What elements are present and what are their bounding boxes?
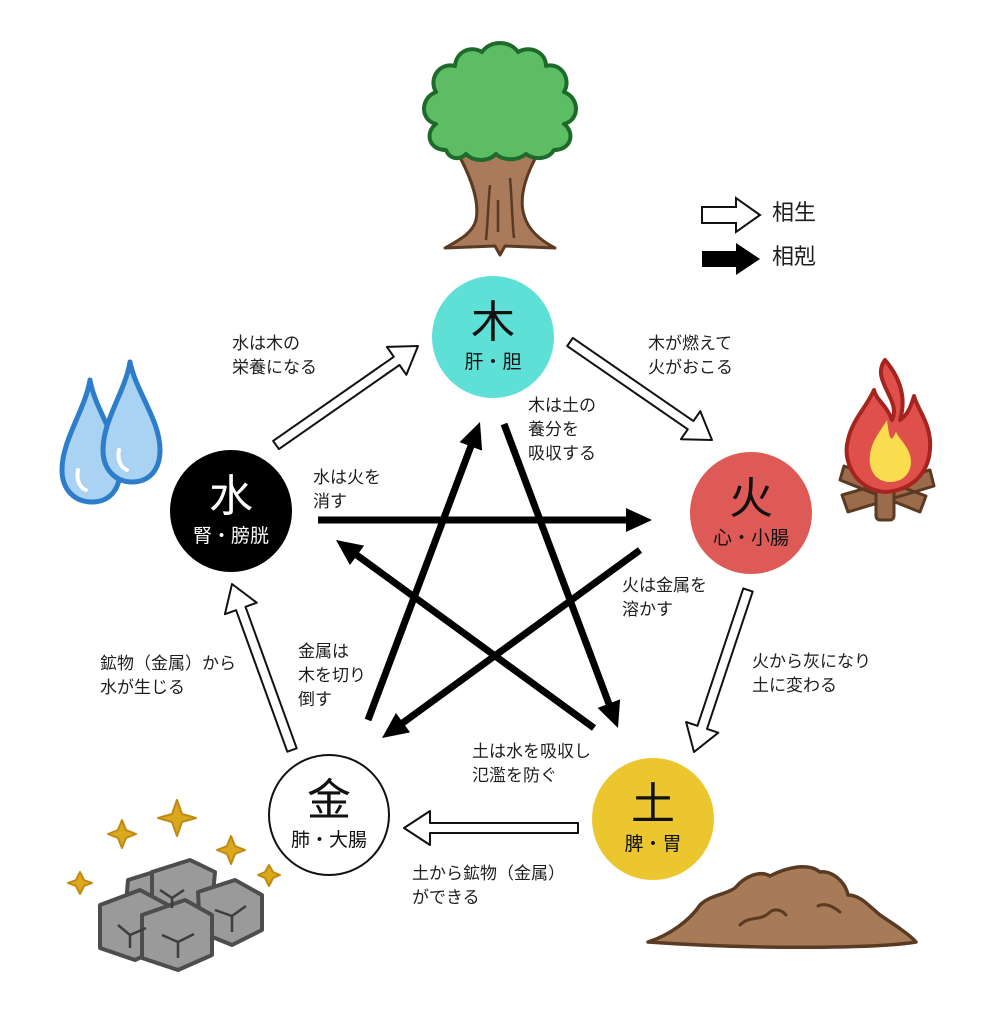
sheng-arrow-wood-fire: [566, 336, 713, 441]
element-node-fire: 火 心・小腸: [690, 452, 812, 574]
ke-label-metal-wood: 金属は 木を切り 倒す: [298, 642, 366, 710]
ke-arrow-water-fire: [318, 508, 652, 532]
element-organs-metal: 肺・大腸: [290, 828, 367, 851]
ke-label-earth-water: 土は水を吸収し 氾濫を防ぐ: [472, 742, 591, 786]
campfire-icon: [838, 358, 936, 522]
element-char-earth: 土: [631, 778, 675, 830]
ke-arrow-metal-wood: [364, 422, 483, 722]
ke-arrow-fire-metal: [382, 547, 643, 738]
sheng-arrow-earth-metal: [403, 810, 579, 846]
sheng-label-wood-fire: 木が燃えて 火がおこる: [648, 334, 733, 378]
element-organs-wood: 肝・胆: [464, 350, 522, 373]
sheng-arrow-fire-earth: [685, 587, 754, 753]
element-organs-fire: 心・小腸: [712, 526, 789, 549]
element-char-fire: 火: [729, 472, 773, 524]
sheng-label-metal-water: 鉱物（金属）から 水が生じる: [100, 654, 236, 698]
element-char-metal: 金: [307, 774, 351, 826]
element-node-wood: 木 肝・胆: [432, 276, 554, 398]
ke-label-fire-metal: 火は金属を 溶かす: [622, 576, 707, 620]
legend-ke-arrow: [702, 243, 760, 275]
ke-arrow-earth-water: [336, 540, 597, 731]
legend-sheng-label: 相生: [772, 201, 817, 226]
ore-rocks-icon: [67, 799, 281, 972]
element-organs-earth: 脾・胃: [624, 832, 682, 855]
sheng-arrow-metal-water: [223, 583, 298, 753]
ke-label-water-fire: 水は火を 消す: [313, 468, 381, 512]
element-node-earth: 土 脾・胃: [592, 758, 714, 880]
element-node-water: 水 腎・膀胱: [170, 450, 292, 572]
element-char-wood: 木: [471, 296, 515, 348]
sheng-label-water-wood: 水は木の 栄養になる: [232, 334, 317, 378]
soil-pile-icon: [646, 865, 918, 950]
ke-label-wood-earth: 木は土の 養分を 吸収する: [528, 396, 596, 464]
water-drops-icon: [59, 359, 163, 505]
tree-icon: [422, 41, 578, 257]
ke-arrow-wood-earth: [500, 422, 621, 728]
element-node-metal: 金 肺・大腸: [268, 754, 390, 876]
element-char-water: 水: [209, 470, 253, 522]
sheng-label-fire-earth: 火から灰になり 土に変わる: [752, 652, 871, 696]
sheng-label-earth-metal: 土から鉱物（金属） ができる: [412, 864, 565, 908]
legend-sheng-arrow: [701, 196, 762, 234]
sheng-arrow-water-wood: [272, 345, 419, 451]
element-organs-water: 腎・膀胱: [192, 524, 269, 547]
legend-ke-label: 相剋: [772, 245, 817, 270]
